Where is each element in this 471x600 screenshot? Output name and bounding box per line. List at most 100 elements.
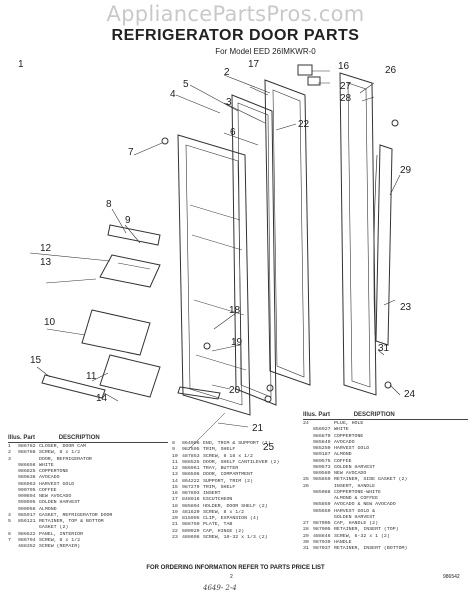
callout-3: 3 <box>226 97 232 108</box>
callout-26: 26 <box>385 65 397 76</box>
callout-11: 11 <box>86 371 97 382</box>
callout-25: 25 <box>263 442 275 450</box>
callout-16: 16 <box>338 61 350 72</box>
callout-14: 14 <box>96 393 108 404</box>
butter-tray <box>99 254 161 288</box>
shelf-trim-lower <box>41 374 106 399</box>
callout-27: 27 <box>340 81 352 92</box>
parts-row: ALMOND & COFFEE <box>334 496 379 501</box>
model-subtitle: For Model EED 26IMKWR-0 <box>215 47 316 56</box>
callout-12: 12 <box>40 243 52 254</box>
screw <box>161 137 169 145</box>
callout-19: 19 <box>231 337 243 348</box>
callout-31: 31 <box>378 343 390 354</box>
page-title: REFRIGERATOR DOOR PARTS <box>111 27 360 44</box>
callout-2: 2 <box>224 67 230 78</box>
compartment-door <box>81 309 151 356</box>
callout-4: 4 <box>170 89 176 100</box>
callout-6: 6 <box>230 127 236 138</box>
document-code: 986542 <box>443 574 460 580</box>
ordering-footer: FOR ORDERING INFORMATION REFER TO PARTS … <box>146 565 325 571</box>
callout-13: 13 <box>40 257 52 268</box>
callout-21: 21 <box>252 423 264 434</box>
watermark: AppliancePartsPros.com <box>106 2 365 26</box>
callout-18: 18 <box>229 305 241 316</box>
callout-9: 9 <box>125 215 131 226</box>
handle <box>375 144 393 346</box>
shelf-trim <box>107 224 161 246</box>
callout-23: 23 <box>400 302 412 313</box>
callout-7: 7 <box>128 147 134 158</box>
callout-22: 22 <box>298 119 310 130</box>
callout-8: 8 <box>106 199 112 210</box>
callout-17: 17 <box>248 59 260 70</box>
parts-row: GOLDEN HARVEST <box>334 514 376 520</box>
handwritten-note: 4649- 2-4 <box>203 584 237 592</box>
callout-28: 28 <box>340 93 352 104</box>
callout-29: 29 <box>400 165 412 176</box>
exploded-parts-diagram: 1 2 3 4 5 6 7 8 9 10 11 12 13 14 15 16 1… <box>18 59 416 450</box>
table-header: Illus. Part DESCRIPTION <box>8 435 168 443</box>
callout-24: 24 <box>404 389 416 400</box>
insert-part <box>307 76 321 86</box>
parts-row: GASKET (2) <box>39 525 69 531</box>
door-gasket <box>231 94 277 406</box>
refrigerator-door <box>264 79 311 386</box>
page-number: 2 <box>230 574 233 580</box>
escutcheon <box>297 64 313 76</box>
interior-panel <box>177 134 251 416</box>
callout-10: 10 <box>44 317 56 328</box>
handle-insert <box>339 72 377 396</box>
callout-15: 15 <box>30 355 42 366</box>
table-header: Illus. Part DESCRIPTION <box>303 412 468 420</box>
callout-20: 20 <box>229 385 241 396</box>
callout-5: 5 <box>183 79 189 90</box>
